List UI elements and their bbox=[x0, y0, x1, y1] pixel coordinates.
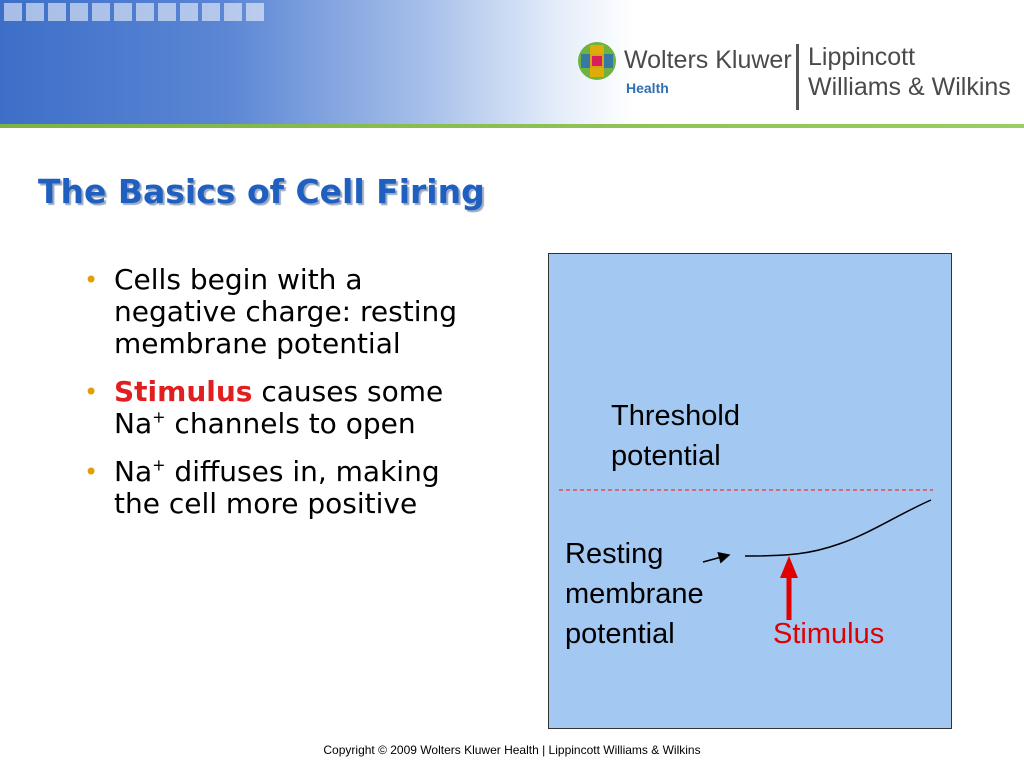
header-decoration bbox=[0, 0, 340, 26]
bullet-item: • Stimulus causes some Na+ channels to o… bbox=[84, 376, 484, 440]
slide-title: The Basics of Cell Firing bbox=[38, 172, 485, 211]
pointer-arrow bbox=[702, 551, 731, 564]
bullet-text: Stimulus causes some Na+ channels to ope… bbox=[114, 376, 484, 440]
emphasis-stimulus: Stimulus bbox=[114, 375, 253, 408]
globe-logo-icon bbox=[578, 42, 616, 80]
membrane-potential-diagram: Threshold potential Resting membrane pot… bbox=[548, 253, 952, 729]
bullet-item: • Na+ diffuses in, making the cell more … bbox=[84, 456, 484, 520]
header-rule bbox=[0, 124, 1024, 128]
bullet-icon: • bbox=[84, 378, 99, 406]
copyright-footer: Copyright © 2009 Wolters Kluwer Health |… bbox=[323, 743, 701, 757]
stimulus-arrow-icon bbox=[780, 556, 798, 578]
logo-divider bbox=[796, 44, 799, 110]
stimulus-label: Stimulus bbox=[773, 618, 885, 650]
bullet-text-pre: causes some Na bbox=[114, 375, 444, 440]
bullet-text-post: channels to open bbox=[174, 407, 416, 440]
bullet-text-post: diffuses in, making the cell more positi… bbox=[114, 455, 440, 520]
threshold-label-line-1: Threshold bbox=[611, 400, 740, 432]
resting-potential-label: Resting membrane potential bbox=[565, 534, 704, 654]
brand-name: Wolters Kluwer bbox=[624, 46, 792, 74]
bullet-text: Na+ diffuses in, making the cell more po… bbox=[114, 456, 484, 520]
bullet-icon: • bbox=[84, 266, 99, 294]
publisher-name: Lippincott Williams & Wilkins bbox=[808, 42, 1011, 102]
publisher-line-2: Williams & Wilkins bbox=[808, 73, 1011, 101]
brand-subtitle: Health bbox=[626, 80, 669, 96]
superscript-plus: + bbox=[152, 407, 166, 427]
bullet-text-pre: Na bbox=[114, 455, 153, 488]
bullet-item: • Cells begin with a negative charge: re… bbox=[84, 264, 484, 360]
threshold-label-line-2: potential bbox=[611, 440, 721, 472]
threshold-potential-label: Threshold potential bbox=[611, 396, 740, 476]
header-banner: Wolters Kluwer Health Lippincott William… bbox=[0, 0, 1024, 126]
membrane-potential-curve bbox=[744, 499, 932, 557]
resting-label-line-2: membrane bbox=[565, 578, 704, 610]
resting-label-line-3: potential bbox=[565, 618, 675, 650]
bullet-text: Cells begin with a negative charge: rest… bbox=[114, 263, 457, 360]
superscript-plus: + bbox=[152, 455, 166, 475]
publisher-logo: Wolters Kluwer Health Lippincott William… bbox=[578, 40, 1018, 116]
resting-label-line-1: Resting bbox=[565, 538, 664, 570]
bullet-list: • Cells begin with a negative charge: re… bbox=[84, 264, 484, 536]
bullet-icon: • bbox=[84, 458, 99, 486]
publisher-line-1: Lippincott bbox=[808, 43, 916, 71]
